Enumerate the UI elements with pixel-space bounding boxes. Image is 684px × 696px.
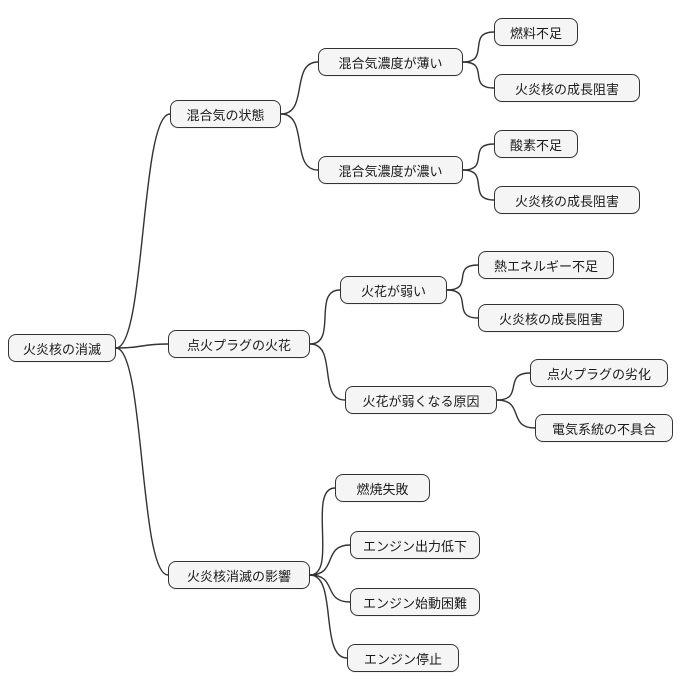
mindmap-node-b3[interactable]: 火炎核消滅の影響 xyxy=(168,561,310,589)
mindmap-node-b1c2g2[interactable]: 火炎核の成長阻害 xyxy=(494,186,640,214)
edge-b3-to-b3c1 xyxy=(309,487,336,576)
edge-b1c2-to-b1c2g2 xyxy=(462,169,495,201)
edge-b1c2-to-b1c2g1 xyxy=(462,143,495,171)
mindmap-node-b2c1g2[interactable]: 火炎核の成長阻害 xyxy=(478,304,624,332)
edge-b2-to-b2c2 xyxy=(309,343,346,401)
edge-b2-to-b2c1 xyxy=(309,289,341,345)
edge-root-to-b1 xyxy=(115,113,171,349)
mindmap-node-b3c2[interactable]: エンジン出力低下 xyxy=(350,531,480,559)
mindmap-node-b2c1[interactable]: 火花が弱い xyxy=(340,276,447,304)
edge-b3-to-b3c3 xyxy=(309,574,351,603)
mindmap-node-b3c1[interactable]: 燃焼失敗 xyxy=(335,474,430,502)
edge-b1-to-b1c2 xyxy=(280,113,319,171)
edge-b3-to-b3c2 xyxy=(309,544,351,576)
mindmap-node-b1c2[interactable]: 混合気濃度が濃い xyxy=(318,156,463,184)
edge-b1-to-b1c1 xyxy=(280,61,319,115)
mindmap-node-b2c1g1[interactable]: 熱エネルギー不足 xyxy=(478,251,614,279)
edge-b3-to-b3c4 xyxy=(309,574,348,659)
edge-b2c1-to-b2c1g2 xyxy=(446,289,479,319)
edge-b1c1-to-b1c1g1 xyxy=(462,31,495,63)
edge-b2c1-to-b2c1g1 xyxy=(446,264,479,291)
edge-b2c2-to-b2c2g1 xyxy=(496,372,531,401)
mindmap-node-b2c2[interactable]: 火花が弱くなる原因 xyxy=(345,386,497,414)
mindmap-node-b1c1g1[interactable]: 燃料不足 xyxy=(494,18,578,46)
mindmap-node-b2c2g2[interactable]: 電気系統の不具合 xyxy=(535,414,673,442)
edge-root-to-b2 xyxy=(115,343,169,349)
edge-b2c2-to-b2c2g2 xyxy=(496,399,536,429)
mindmap-node-b1c1[interactable]: 混合気濃度が薄い xyxy=(318,48,463,76)
mindmap-node-b1c2g1[interactable]: 酸素不足 xyxy=(494,130,578,158)
edge-b1c1-to-b1c1g2 xyxy=(462,61,495,89)
mindmap-node-b2[interactable]: 点火プラグの火花 xyxy=(168,330,310,358)
mindmap-node-b1c1g2[interactable]: 火炎核の成長阻害 xyxy=(494,74,640,102)
mindmap-node-b1[interactable]: 混合気の状態 xyxy=(170,100,281,128)
edge-root-to-b3 xyxy=(115,347,169,576)
mindmap-node-b2c2g1[interactable]: 点火プラグの劣化 xyxy=(530,359,668,387)
mindmap-node-b3c3[interactable]: エンジン始動困難 xyxy=(350,588,480,616)
mindmap-node-root[interactable]: 火炎核の消滅 xyxy=(8,334,116,362)
mindmap-node-b3c4[interactable]: エンジン停止 xyxy=(347,644,459,672)
